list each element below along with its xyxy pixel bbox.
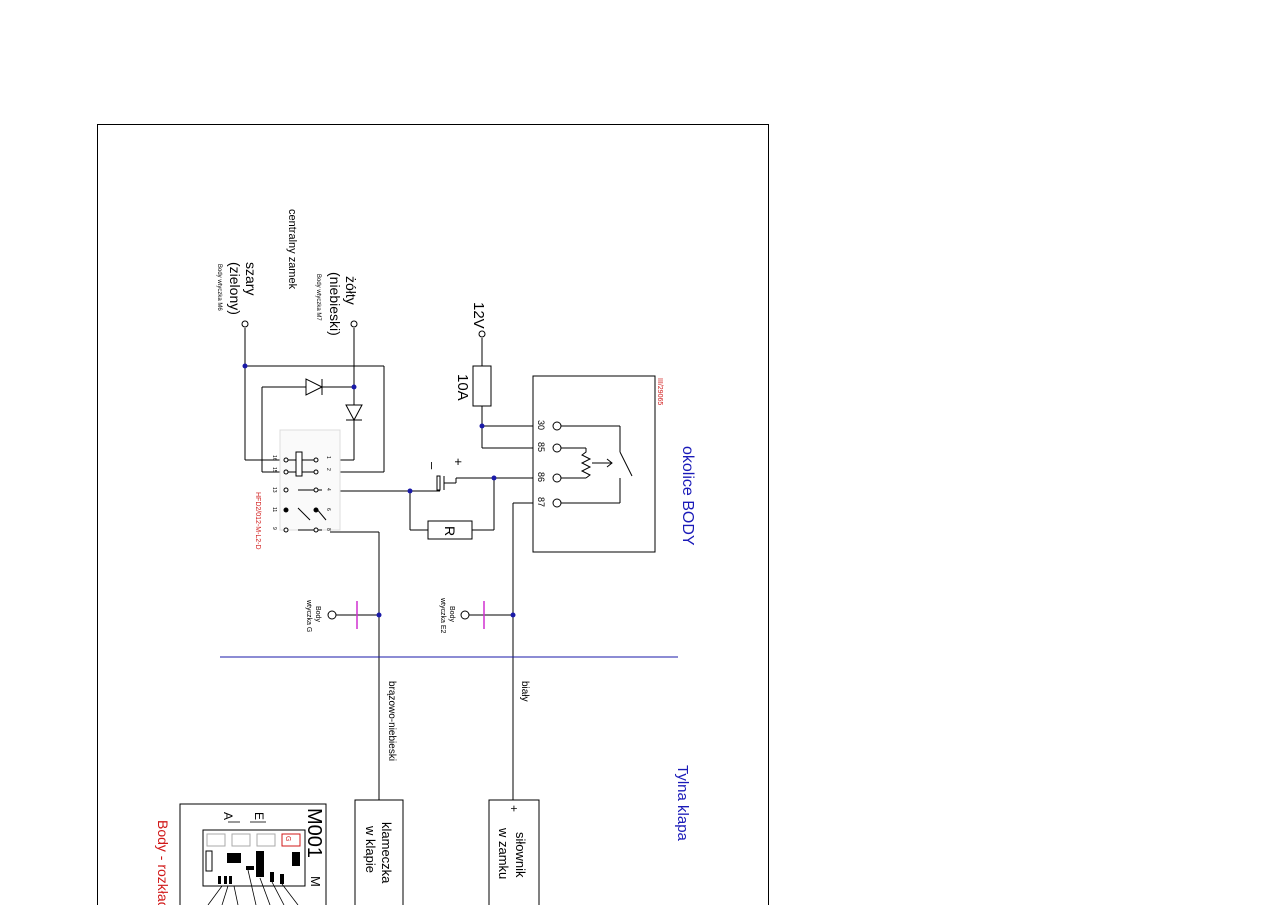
label-12v: 12V [470, 302, 487, 329]
label-resistor: R [442, 526, 458, 536]
label-a-letter: A [221, 812, 235, 820]
relay-pin-85 [552, 443, 562, 453]
label-tylna-klapa: Tylna klapa [674, 765, 691, 842]
m001-connector [179, 803, 327, 905]
pin-11: 11 [271, 507, 277, 512]
label-centralny-zamek: centralny zamek [286, 209, 298, 290]
terminal-wtyczka-g [327, 610, 337, 620]
label-cap-minus: – [425, 462, 440, 470]
pin-6: 6 [325, 508, 331, 511]
terminal-szary [241, 320, 249, 328]
label-wtyczka-e2-2: wtyczka E2 [439, 597, 446, 634]
label-body-wtyczka-m6: Body wtyczka M6 [216, 264, 222, 311]
label-fuse: 10A [454, 374, 471, 401]
label-zielony: (zielony) [227, 262, 243, 315]
small-relay-contacts [283, 457, 319, 533]
label-szary: szary [243, 262, 259, 295]
pin-16: 16 [271, 455, 277, 461]
diode-right [345, 404, 363, 422]
relay-pin-87 [552, 498, 562, 508]
wires [244, 328, 553, 800]
pin-8: 8 [325, 528, 331, 531]
label-e-letter: E [252, 812, 266, 820]
label-relay-part: III/29065 [656, 378, 663, 405]
label-okolice-body: okolice BODY [679, 446, 696, 546]
pin-15: 15 [271, 467, 277, 473]
label-body-wtyczka-m7: Body wtyczka M7 [315, 274, 321, 321]
label-bialy: biały [519, 681, 530, 702]
label-g-letter: G [284, 836, 291, 841]
label-zolty: żółty [343, 276, 359, 305]
label-body-rozklad: Body - rozkład [155, 820, 171, 905]
junction-dots [242, 363, 516, 618]
relay-pin-86 [552, 473, 562, 483]
label-pin-86: 86 [536, 472, 546, 482]
text-labels: centralny zamek żółty (niebieski) Body w… [216, 209, 696, 842]
label-brazowo: brązowo-niebieski [386, 681, 397, 761]
label-m001: M001 [303, 808, 325, 858]
label-klameczka-1: klameczka [379, 822, 394, 884]
fuse [472, 365, 492, 407]
label-silownik-plus: + [507, 805, 521, 812]
label-pin-30: 30 [536, 420, 546, 430]
terminal-zolty [350, 320, 358, 328]
label-pin-87: 87 [536, 497, 546, 507]
pin-9: 9 [271, 527, 277, 530]
pin-1: 1 [325, 456, 331, 459]
label-pin-85: 85 [536, 442, 546, 452]
label-silownik-2: w zamku [496, 827, 511, 879]
main-relay [532, 375, 656, 553]
main-relay-pins [552, 421, 562, 508]
label-klameczka-2: w klapie [363, 825, 378, 873]
connector-marks [356, 601, 485, 629]
label-niebieski: (niebieski) [327, 272, 343, 336]
label-m-letter: M [308, 876, 323, 887]
relay-pin-30 [552, 421, 562, 431]
terminal-wtyczka-e2 [460, 610, 470, 620]
label-silownik-1: siłownik [513, 832, 528, 878]
label-cap-plus: + [451, 458, 466, 466]
label-wtyczka-e2-1: Body [448, 606, 455, 622]
capacitor [436, 475, 457, 491]
pin-4: 4 [325, 488, 331, 491]
terminals [241, 320, 486, 620]
small-relay [279, 429, 341, 531]
pin-13: 13 [271, 487, 277, 493]
klameczka-box [354, 799, 404, 905]
pin-2: 2 [325, 468, 331, 471]
diode-left [305, 378, 324, 396]
silownik-box [488, 799, 540, 905]
small-relay-pin-numbers: 1 2 4 6 8 16 15 13 11 9 [271, 455, 331, 531]
diagram-frame [97, 124, 769, 905]
label-wtyczka-g-1: Body [314, 606, 321, 622]
terminal-12v [478, 330, 486, 338]
label-wtyczka-g-2: wtyczka G [305, 599, 312, 632]
label-relay-code: HFD2/012-M-L2-D [254, 492, 261, 550]
resistor-box [427, 520, 473, 540]
